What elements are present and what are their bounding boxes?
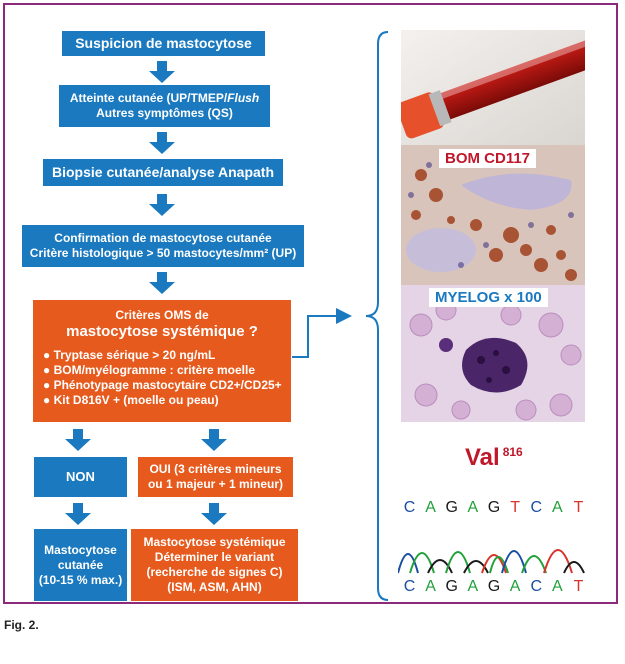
box-suspicion: Suspicion de mastocytose [62,31,265,56]
box-non-text: NON [66,468,95,484]
box-mastocytose-systemique: Mastocytose systémique Déterminer le var… [131,529,298,601]
oms-criterion-4-text: Kit D816V + (moelle ou peau) [53,392,219,407]
atteinte-line1: Atteinte cutanée (UP/TMEP/Flush [70,91,259,106]
box-biopsie-text: Biopsie cutanée/analyse Anapath [52,163,274,180]
arrow-down-2 [149,132,175,154]
seq-bottom-base-9: T [573,578,584,595]
seq-top-base-6: T [510,499,521,516]
confirmation-line1: Confirmation de mastocytose cutanée [54,231,272,245]
atteinte-flush-text: Flush [227,91,260,105]
seq-bottom-base-4: A [467,578,479,595]
seq-top-base-4: A [467,499,479,516]
box-criteres-oms: Critères OMS de mastocytose systémique ?… [33,300,291,422]
seq-bottom-base-3: G [445,578,458,595]
confirmation-line2: Critère histologique > 50 mastocytes/mm²… [29,246,297,260]
arrow-down-4 [149,272,175,294]
atteinte-line1-text: Atteinte cutanée (UP/TMEP/ [69,91,228,105]
seq-bottom-base-5: G [487,578,501,595]
oms-criterion-4: ● Kit D816V + (moelle ou peau) [43,392,219,407]
bom-cd117-image [401,145,585,285]
bom-cd117-label: BOM CD117 [439,149,537,168]
ms-line1: Mastocytose systémique [143,535,286,549]
arrow-down-3 [149,194,175,216]
box-atteinte-cutanee: Atteinte cutanée (UP/TMEP/Flush Autres s… [59,85,270,127]
seq-bottom-base-2: A [425,578,436,595]
oui-line2: ou 1 majeur + 1 mineur) [147,477,284,491]
seq-top-base-5: G [487,499,501,516]
blood-tube-image [401,30,585,145]
seq-top-base-1: C [403,499,416,516]
mc-line2: cutanée [57,557,104,572]
seq-bottom-base-1: C [403,578,416,595]
oms-criterion-1: ● Tryptase sérique > 20 ng/mL [43,347,216,362]
seq-bottom-base-8: A [552,578,563,595]
myelog-image [401,285,585,422]
box-oui: OUI (3 critères mineurs ou 1 majeur + 1 … [138,457,293,497]
connector-arrow [292,308,352,358]
arrow-down-oui [201,429,227,451]
myelog-label: MYELOG x 100 [429,288,548,307]
atteinte-line2: Autres symptômes (QS) [96,106,233,120]
arrow-down-ms [201,503,227,525]
seq-top-base-3: G [445,499,458,516]
ms-line3: (recherche de signes C) [146,565,283,579]
arrow-down-mc [65,503,91,525]
figure-caption: Fig. 2. [4,618,39,632]
oms-criterion-2: ● BOM/myélogramme : critère moelle [43,362,255,377]
oms-criteria-list: ● Tryptase sérique > 20 ng/mL ● BOM/myél… [33,348,282,408]
arrow-down-non [65,429,91,451]
blood-tube-photo [401,30,585,145]
mc-line1: Mastocytose [44,542,117,557]
oms-line2: mastocytose systémique ? [66,323,258,340]
val-superscript: 816 [502,445,523,459]
box-confirmation: Confirmation de mastocytose cutanée Crit… [22,225,304,267]
sequence-bottom: C A G A G A C A T [399,578,589,596]
oms-criterion-3: ● Phénotypage mastocytaire CD2+/CD25+ [43,377,282,392]
curly-brace [365,31,389,601]
oms-line1: Critères OMS de [115,308,209,322]
box-non: NON [34,457,127,497]
seq-top-base-2: A [425,499,436,516]
mc-line3: (10-15 % max.) [38,572,123,587]
seq-top-base-7: C [530,499,543,516]
chromatogram [398,549,585,574]
bom-cd117-photo: BOM CD117 [401,145,585,285]
oms-criterion-3-text: Phénotypage mastocytaire CD2+/CD25+ [53,377,282,392]
box-biopsie: Biopsie cutanée/analyse Anapath [43,159,283,186]
oms-criterion-1-text: Tryptase sérique > 20 ng/mL [53,347,216,362]
myelog-photo: MYELOG x 100 [401,285,585,422]
arrow-down-1 [149,61,175,83]
box-suspicion-text: Suspicion de mastocytose [75,34,252,51]
seq-top-base-9: T [573,499,584,516]
oui-line1: OUI (3 critères mineurs [149,462,282,476]
ms-line4: (ISM, ASM, AHN) [167,580,262,594]
ms-line2: Déterminer le variant [154,550,275,564]
seq-top-base-8: A [552,499,563,516]
oms-criterion-2-text: BOM/myélogramme : critère moelle [53,362,255,377]
seq-bottom-base-6: A [509,578,521,595]
figure-frame [3,3,618,604]
val-text: Val [465,444,500,471]
box-mastocytose-cutanee: Mastocytose cutanée (10-15 % max.) [34,529,127,601]
seq-bottom-base-7: C [530,578,543,595]
sequence-top: C A G A G T C A T [399,499,589,517]
